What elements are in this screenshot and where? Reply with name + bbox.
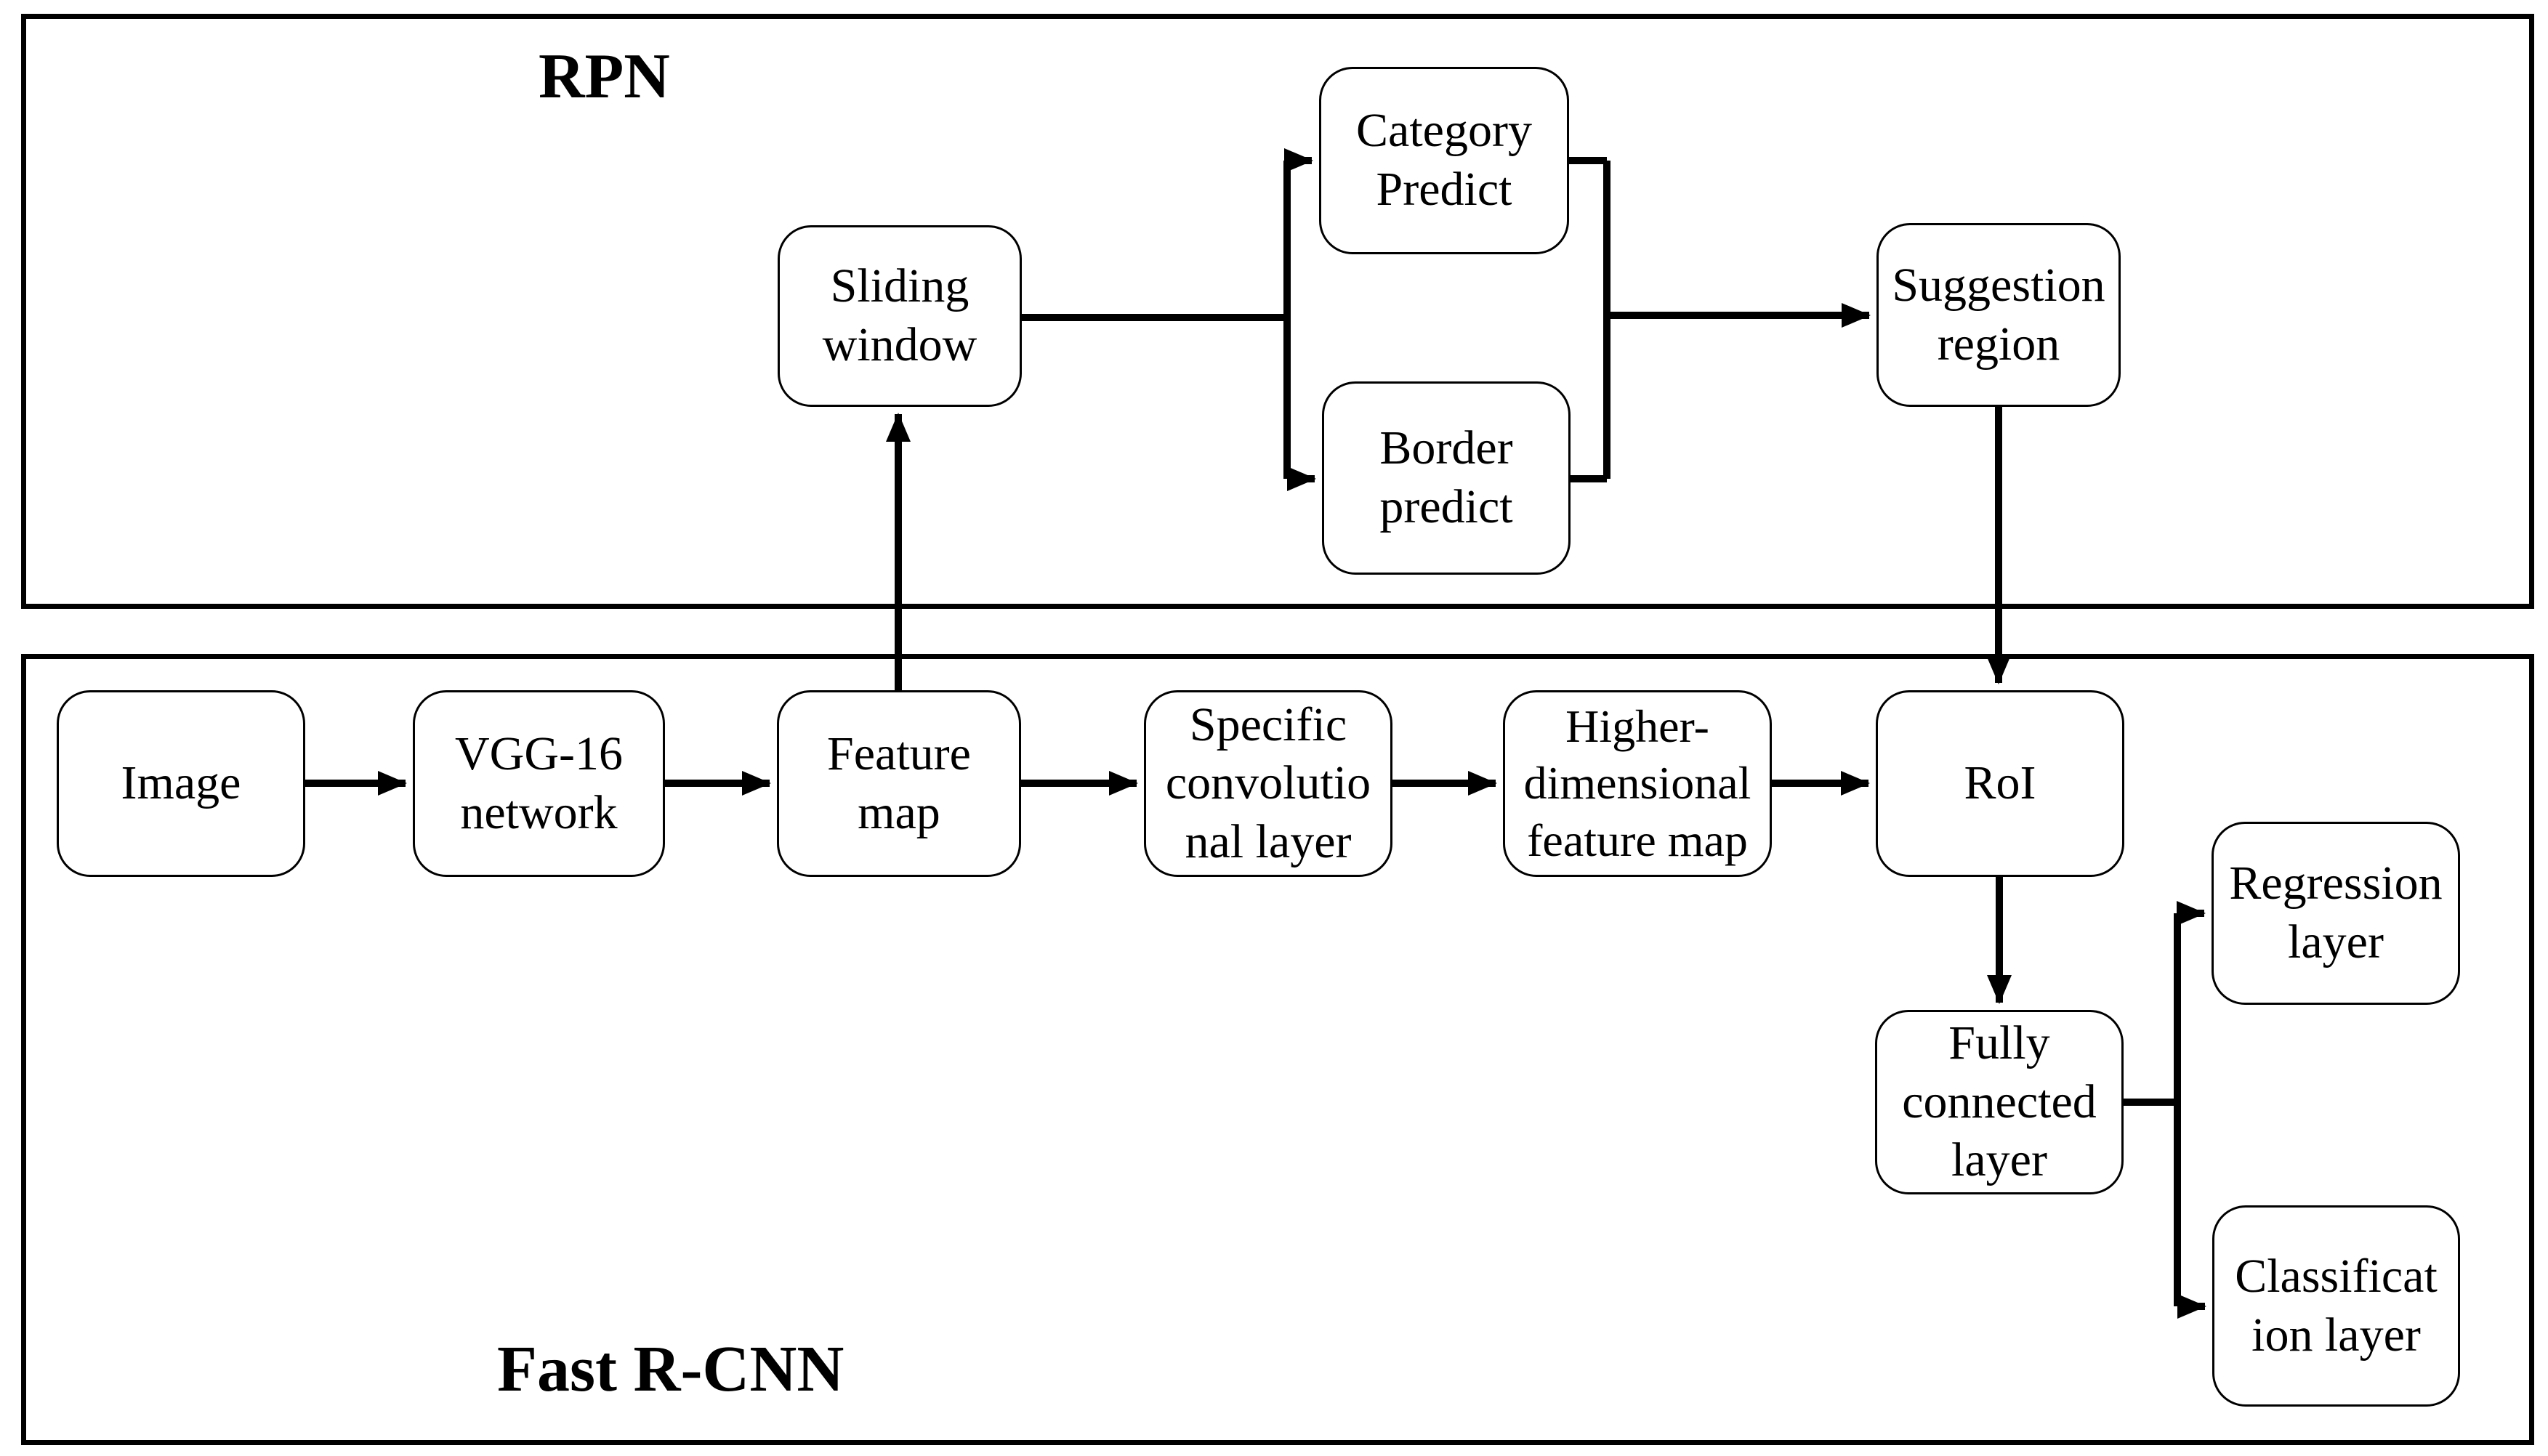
node-sliding-window-label: Sliding window (822, 259, 977, 371)
rpn-section-box (21, 14, 2534, 609)
node-roi-label: RoI (1964, 756, 2036, 810)
node-category-predict: Category Predict (1319, 67, 1569, 254)
node-vgg16-network: VGG-16 network (413, 690, 665, 877)
node-border-predict-label: Border predict (1379, 421, 1513, 533)
node-specific-conv-layer-label: Specific convolutio nal layer (1165, 697, 1371, 868)
edge-sliding-window-branch (1022, 148, 1316, 491)
node-vgg16-network-label: VGG-16 network (455, 727, 623, 839)
edge-fully-connected-branch (2124, 901, 2206, 1319)
node-fully-connected-layer: Fully connected layer (1875, 1010, 2124, 1194)
node-sliding-window: Sliding window (778, 225, 1022, 407)
node-border-predict: Border predict (1322, 381, 1571, 575)
node-image: Image (57, 690, 305, 877)
node-image-label: Image (121, 756, 241, 810)
fast-rcnn-section-label: Fast R-CNN (497, 1333, 844, 1405)
edge-merge-to-suggestion-region (1569, 157, 1871, 482)
node-fully-connected-layer-label: Fully connected layer (1902, 1016, 2097, 1187)
fast-rcnn-section-box (21, 654, 2534, 1445)
rpn-section-label: RPN (539, 41, 670, 112)
node-suggestion-region: Suggestion region (1876, 223, 2121, 407)
node-regression-layer-label: Regression layer (2229, 857, 2443, 968)
node-feature-map-label: Feature map (827, 727, 971, 839)
node-classification-layer-label: Classificat ion layer (2235, 1249, 2438, 1362)
node-classification-layer: Classificat ion layer (2212, 1205, 2460, 1407)
node-higher-dim-feature-map-label: Higher- dimensional feature map (1523, 700, 1751, 866)
node-specific-conv-layer: Specific convolutio nal layer (1144, 690, 1392, 877)
node-regression-layer: Regression layer (2212, 822, 2460, 1005)
node-roi: RoI (1876, 690, 2124, 877)
node-feature-map: Feature map (777, 690, 1021, 877)
node-category-predict-label: Category Predict (1356, 104, 1532, 216)
node-suggestion-region-label: Suggestion region (1892, 258, 2105, 371)
node-higher-dim-feature-map: Higher- dimensional feature map (1503, 690, 1772, 877)
